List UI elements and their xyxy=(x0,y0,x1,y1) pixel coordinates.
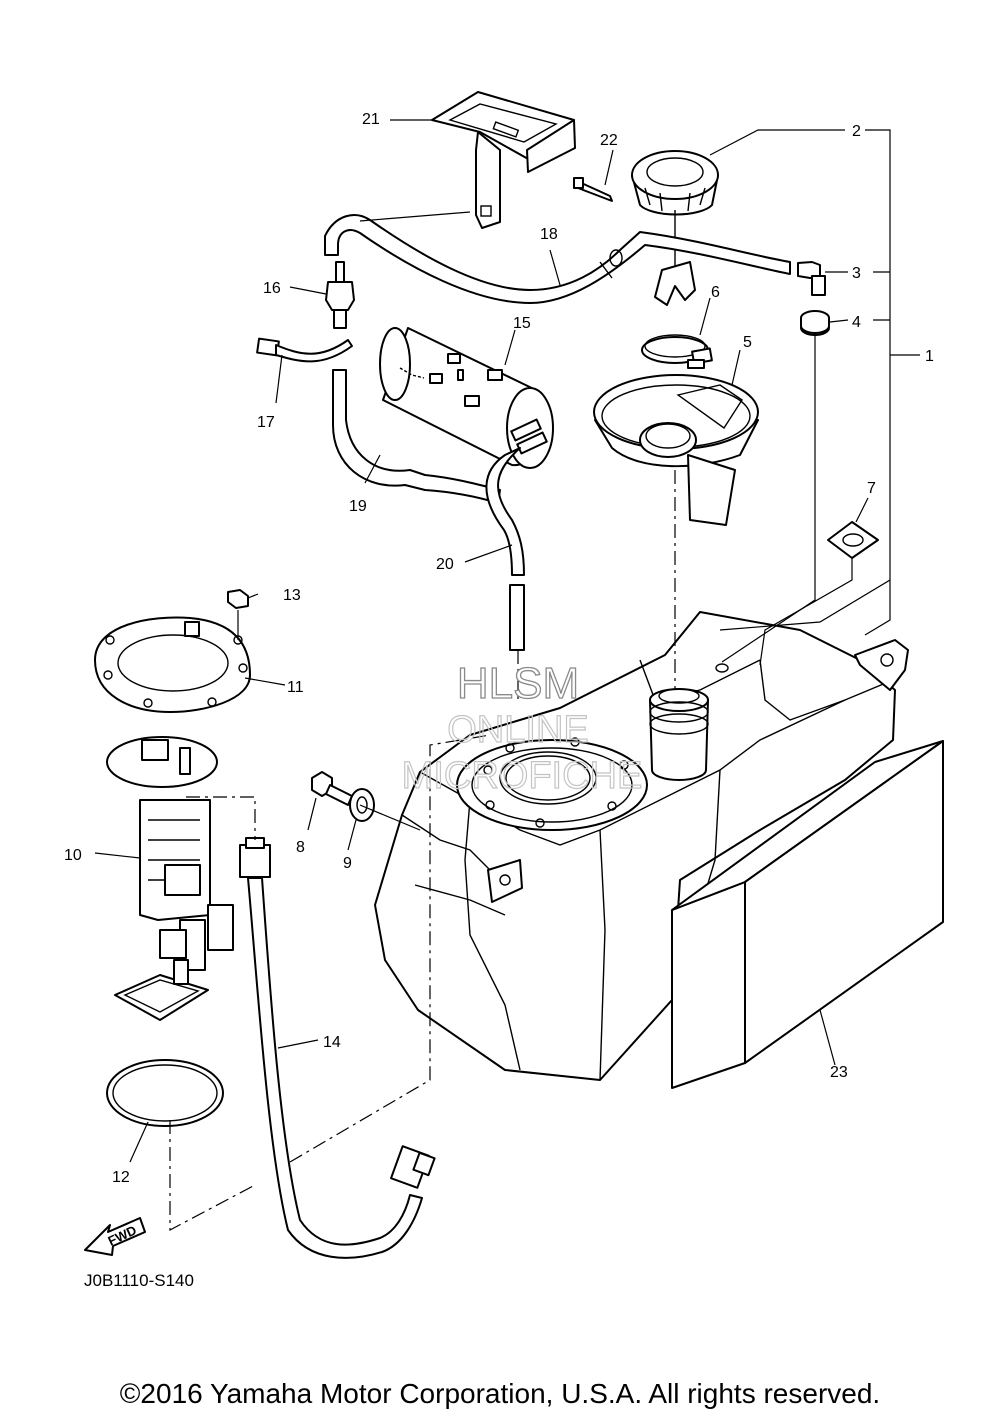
clamp-6 xyxy=(641,334,713,369)
tank-side-panel xyxy=(671,740,944,1089)
callout-16: 16 xyxy=(263,280,281,297)
callout-labels: 1 2 3 4 5 6 7 8 9 10 11 12 13 14 15 16 1… xyxy=(64,111,934,1186)
fuel-tank xyxy=(374,611,909,1081)
callout-5: 5 xyxy=(743,334,752,351)
fitting-3 xyxy=(797,261,826,296)
watermark-line-3: MICROFICHE xyxy=(402,755,643,797)
callout-20: 20 xyxy=(436,556,454,573)
callout-8: 8 xyxy=(296,839,305,856)
callout-21: 21 xyxy=(362,111,380,128)
callout-7: 7 xyxy=(867,480,876,497)
callout-6: 6 xyxy=(711,284,720,301)
clip-22 xyxy=(573,177,613,202)
callout-1: 1 xyxy=(925,348,934,365)
callout-17: 17 xyxy=(257,414,275,431)
callout-13: 13 xyxy=(283,587,301,604)
check-valve-16 xyxy=(325,261,355,329)
callout-18: 18 xyxy=(540,226,558,243)
callout-2: 2 xyxy=(852,123,861,140)
grommet-4 xyxy=(800,310,830,336)
callout-3: 3 xyxy=(852,265,861,282)
callout-4: 4 xyxy=(852,314,861,331)
nut-13 xyxy=(227,589,249,609)
callout-11: 11 xyxy=(287,679,304,696)
washer-9 xyxy=(349,788,375,822)
gasket-11 xyxy=(94,616,251,713)
assembly-lines xyxy=(169,470,676,1231)
callout-10: 10 xyxy=(64,847,82,864)
callout-19: 19 xyxy=(349,498,367,515)
callout-14: 14 xyxy=(323,1034,341,1051)
watermark-line-2: ONLINE xyxy=(447,709,588,751)
bracket-21 xyxy=(431,91,576,229)
canister-15 xyxy=(379,327,554,469)
gasket-7 xyxy=(827,521,879,559)
fuel-pump-10 xyxy=(106,736,234,1021)
forward-arrow-icon: FWD xyxy=(84,1217,146,1256)
copyright-notice: ©2016 Yamaha Motor Corporation, U.S.A. A… xyxy=(119,1378,881,1409)
fuel-cap xyxy=(631,150,719,306)
leader-lines xyxy=(94,119,920,1163)
callout-23: 23 xyxy=(830,1064,848,1081)
callout-15: 15 xyxy=(513,315,531,332)
watermark: HLSM ONLINE MICROFICHE xyxy=(401,658,643,797)
watermark-line-1: HLSM xyxy=(457,659,579,708)
callout-9: 9 xyxy=(343,855,352,872)
bolt-8 xyxy=(311,771,353,806)
diagram-code: J0B1110-S140 xyxy=(84,1271,194,1290)
callout-12: 12 xyxy=(112,1169,130,1186)
breather-hose-18 xyxy=(324,214,791,304)
o-ring-12 xyxy=(106,1059,224,1127)
hose-19 xyxy=(332,369,501,504)
tie-band-17 xyxy=(256,337,353,363)
hose-20 xyxy=(485,447,525,651)
boot-5 xyxy=(593,374,759,526)
callout-22: 22 xyxy=(600,132,618,149)
